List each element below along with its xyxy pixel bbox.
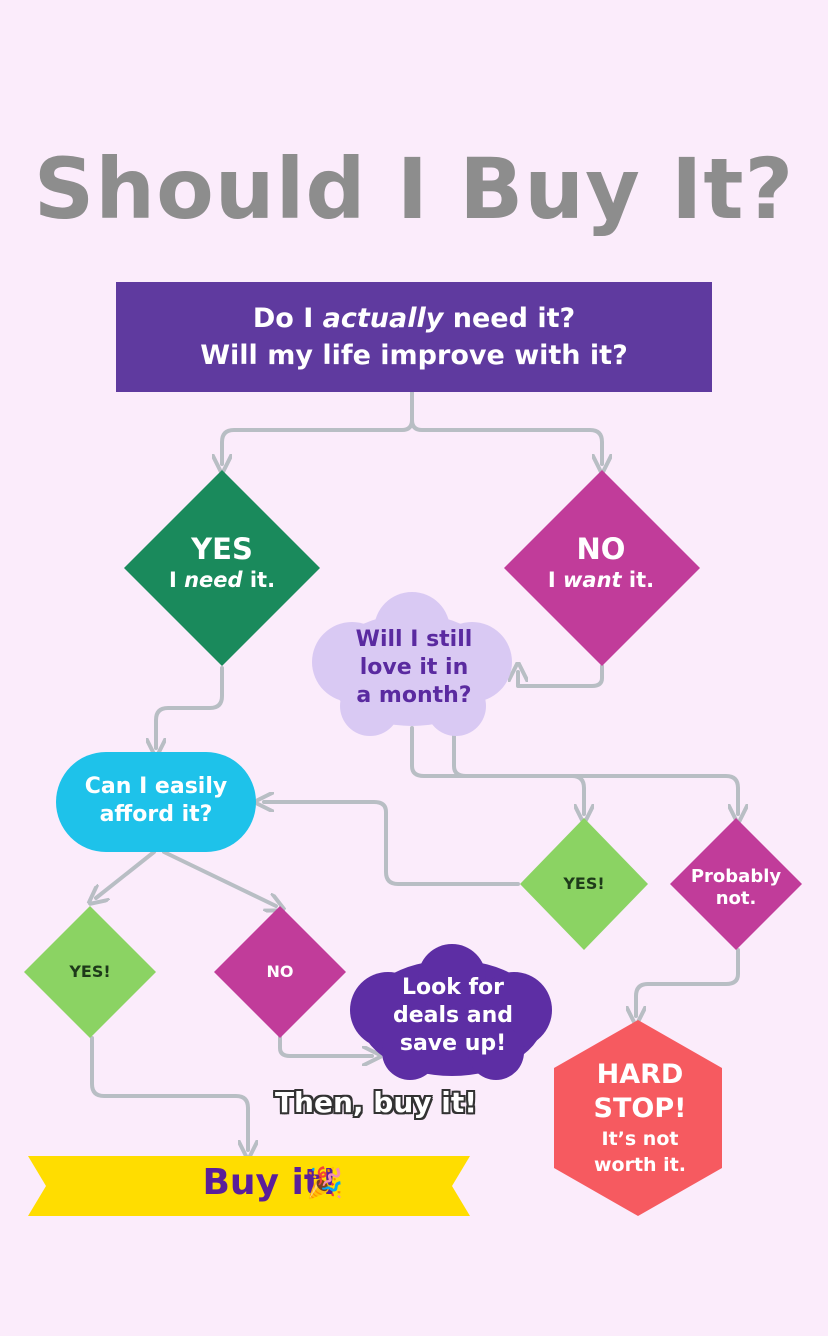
connector-yes-to-afford xyxy=(156,666,224,748)
buy-it-label: Buy it! xyxy=(202,1162,338,1203)
no-want-label: NO I want it. xyxy=(508,532,694,594)
connector-no-to-cloud xyxy=(518,666,604,688)
top-question-text: Do I actually need it? Will my life impr… xyxy=(118,300,710,374)
yes-need-label: YES I need it. xyxy=(130,532,314,594)
connector-probably-to-hard xyxy=(636,948,740,1016)
page-title: Should I Buy It? xyxy=(33,140,795,238)
yes-need-heading: YES xyxy=(191,532,253,566)
afford-yes-label: YES! xyxy=(69,962,111,981)
month-yes-label: YES! xyxy=(563,874,605,893)
yes-need-sub: I need it. xyxy=(168,568,276,592)
connector-top-to-no xyxy=(410,418,602,464)
no-want-diamond xyxy=(504,470,700,666)
no-want-heading: NO xyxy=(576,532,626,566)
yes-need-diamond xyxy=(124,470,320,666)
deals-label: Look for deals and save up! xyxy=(392,975,514,1056)
connector-top-to-yes xyxy=(222,390,414,464)
connector-yes-to-afford-back xyxy=(264,802,520,886)
afford-pill xyxy=(56,752,256,852)
afford-no-label: NO xyxy=(266,962,294,981)
then-buy-it-caption: Then, buy it! xyxy=(274,1086,478,1119)
connector-yes-to-buy xyxy=(90,1036,248,1150)
connector-cloud-to-yes xyxy=(410,726,584,814)
probably-not-label: Probably not. xyxy=(690,866,782,909)
deals-cloud xyxy=(350,944,552,1080)
buy-it-ribbon xyxy=(28,1156,470,1216)
top-question-line1: Do I actually need it? xyxy=(252,303,576,334)
love-month-cloud xyxy=(312,592,512,736)
love-month-label: Will I still love it in a month? xyxy=(355,627,473,708)
connector-afford-to-no xyxy=(162,850,276,906)
afford-label: Can I easily afford it? xyxy=(84,774,228,827)
top-question-line2: Will my life improve with it? xyxy=(200,340,628,371)
afford-yes-diamond xyxy=(24,906,156,1038)
month-yes-diamond xyxy=(520,818,648,950)
afford-no-diamond xyxy=(214,906,346,1038)
no-want-sub: I want it. xyxy=(547,568,655,592)
connector-afford-to-yes xyxy=(96,850,156,898)
top-question-box xyxy=(116,282,712,392)
party-popper-icon: 🎉 xyxy=(306,1166,344,1201)
connector-cloud-to-probably xyxy=(452,726,738,814)
hard-stop-hexagon xyxy=(554,1020,722,1216)
probably-not-diamond xyxy=(670,818,802,950)
hard-stop-label: HARD STOP! It’s not worth it. xyxy=(593,1059,687,1176)
connector-no-to-deals xyxy=(278,1034,372,1056)
